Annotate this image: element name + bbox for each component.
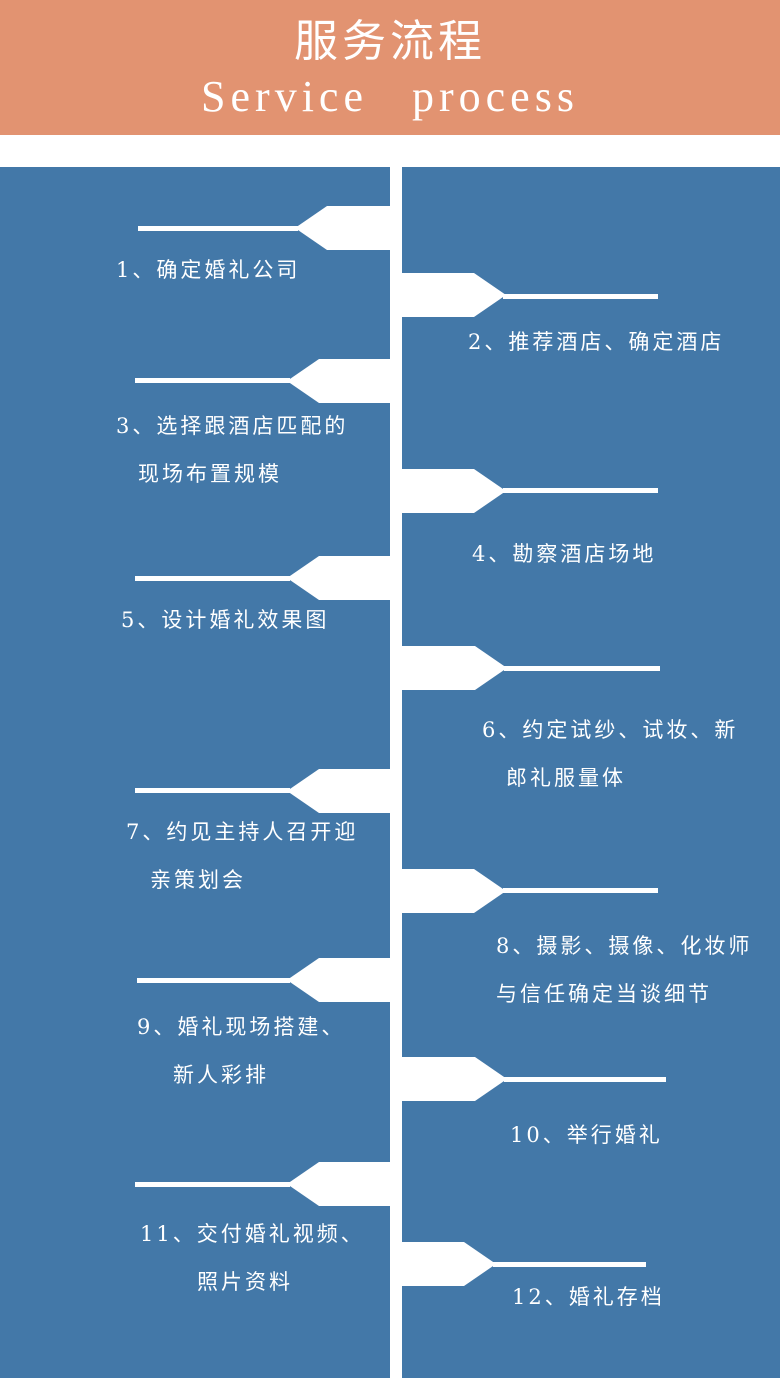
title-chinese: 服务流程	[294, 16, 486, 67]
step-11-line-2: 照片资料	[197, 1270, 293, 1294]
step-5-text: 5、设计婚礼效果图	[121, 596, 329, 644]
step-9-tick	[137, 978, 290, 983]
step-10-line-1: 10、举行婚礼	[510, 1123, 663, 1147]
step-11-line-1: 11、交付婚礼视频、	[140, 1222, 365, 1246]
step-6-tick	[504, 666, 660, 671]
step-7-text: 7、约见主持人召开迎 亲策划会	[126, 808, 358, 904]
step-3-tick	[135, 378, 290, 383]
step-10-tick	[504, 1077, 666, 1082]
timeline-spine	[390, 167, 402, 1378]
step-3-line-1: 3、选择跟酒店匹配的	[116, 414, 349, 438]
step-4-tick	[503, 488, 658, 493]
step-5-tick	[135, 576, 290, 581]
step-9-line-1: 9、婚礼现场搭建、	[137, 1015, 346, 1039]
title-english: Service process	[201, 72, 579, 121]
step-2-line-1: 2、推荐酒店、确定酒店	[468, 330, 725, 354]
step-6-line-1: 6、约定试纱、试妆、新	[482, 718, 739, 742]
header-banner: 服务流程 Service process	[0, 0, 780, 135]
step-3-line-2: 现场布置规模	[138, 462, 282, 486]
step-1-line-1: 1、确定婚礼公司	[116, 258, 301, 282]
step-8-tick	[503, 888, 658, 893]
step-7-line-1: 7、约见主持人召开迎	[126, 820, 359, 844]
step-7-line-2: 亲策划会	[150, 868, 246, 892]
step-8-text: 8、摄影、摄像、化妆师 与信任确定当谈细节	[496, 922, 752, 1018]
step-10-text: 10、举行婚礼	[510, 1111, 663, 1159]
step-3-text: 3、选择跟酒店匹配的 现场布置规模	[116, 402, 348, 498]
step-11-tick	[135, 1182, 290, 1187]
step-1-tick	[138, 226, 298, 231]
step-1-text: 1、确定婚礼公司	[116, 246, 300, 294]
step-5-line-1: 5、设计婚礼效果图	[121, 608, 330, 632]
step-2-tick	[503, 294, 658, 299]
step-7-tick	[135, 788, 290, 793]
step-9-line-2: 新人彩排	[173, 1063, 269, 1087]
step-4-line-1: 4、勘察酒店场地	[472, 542, 657, 566]
step-2-text: 2、推荐酒店、确定酒店	[468, 318, 724, 366]
step-6-text: 6、约定试纱、试妆、新 郎礼服量体	[482, 706, 738, 802]
step-8-line-2: 与信任确定当谈细节	[496, 982, 712, 1006]
step-9-text: 9、婚礼现场搭建、 新人彩排	[137, 1003, 345, 1099]
step-4-text: 4、勘察酒店场地	[472, 530, 656, 578]
step-12-line-1: 12、婚礼存档	[512, 1285, 665, 1309]
step-12-tick	[493, 1262, 646, 1267]
step-6-line-2: 郎礼服量体	[506, 766, 626, 790]
step-12-text: 12、婚礼存档	[512, 1273, 665, 1321]
step-11-text: 11、交付婚礼视频、 照片资料	[140, 1210, 365, 1306]
step-8-line-1: 8、摄影、摄像、化妆师	[496, 934, 753, 958]
